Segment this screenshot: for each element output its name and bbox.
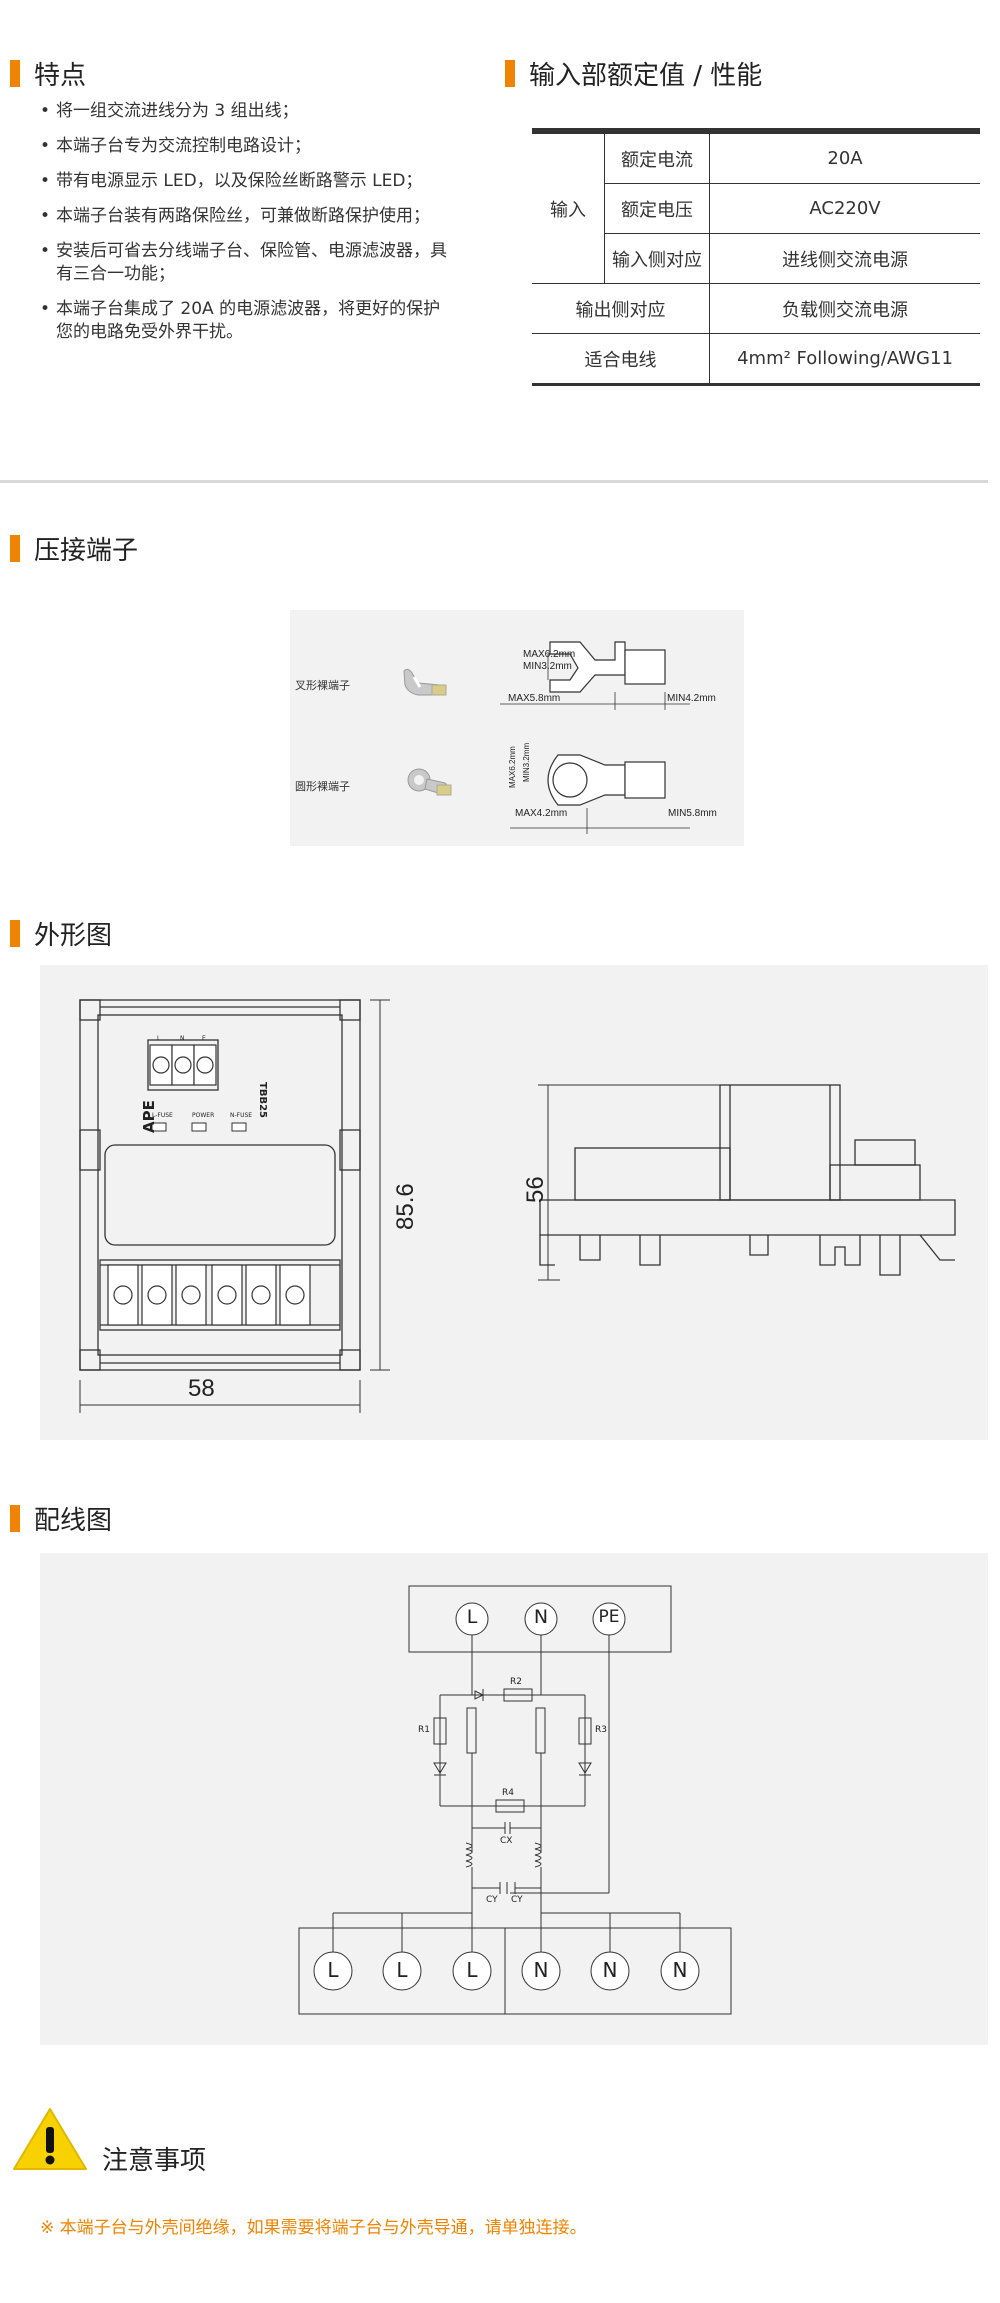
section-marker: [10, 535, 20, 562]
fork-terminal-photo: [403, 668, 447, 696]
spec-value: 进线侧交流电源: [709, 233, 980, 284]
fork-dim-max-length: MAX5.8mm: [508, 693, 561, 704]
spec-label: 输入侧对应: [604, 233, 710, 284]
wiring-top-n: N: [533, 1606, 549, 1628]
terminal-circle-out: [590, 1951, 630, 1991]
ring-dim-min-length: MIN5.8mm: [668, 808, 717, 819]
outline-panel: APE TBB25 L-FUSE POWER N-FUSE L N E 85.6…: [40, 965, 988, 1440]
spec-value: 负载侧交流电源: [709, 283, 980, 334]
wiring-panel: L N PE L L L N N N R1 R2 R3 R4 CX CY CY: [40, 1553, 988, 2045]
wiring-out-l2: L: [396, 1958, 408, 1982]
spec-value: 4mm² Following/AWG11: [709, 333, 980, 386]
terminal-circle-out: [452, 1951, 492, 1991]
spec-label: 适合电线: [532, 333, 710, 386]
section-divider: [0, 480, 988, 483]
section-marker: [505, 60, 515, 87]
led-label-power: POWER: [192, 1112, 215, 1119]
label-r4: R4: [502, 1788, 514, 1798]
label-cy1: CY: [486, 1895, 498, 1905]
terminal-circle-out: [382, 1951, 422, 1991]
wiring-out-l1: L: [327, 1958, 339, 1982]
wiring-diagram: [298, 1585, 732, 2015]
features-title: 特点: [10, 55, 86, 92]
top-terminal-n: N: [180, 1035, 185, 1042]
feature-item: 带有电源显示 LED，以及保险丝断路警示 LED；: [40, 170, 450, 193]
spec-value: 20A: [709, 128, 980, 184]
feature-item: 安装后可省去分线端子台、保险管、电源滤波器，具有三合一功能；: [40, 240, 450, 286]
wiring-out-n3: N: [672, 1958, 688, 1982]
feature-item: 将一组交流进线分为 3 组出线；: [40, 100, 450, 123]
features-list: 将一组交流进线分为 3 组出线； 本端子台专为交流控制电路设计； 带有电源显示 …: [40, 100, 450, 356]
fork-terminal-label: 叉形裸端子: [295, 679, 350, 692]
ring-terminal-drawing: [510, 754, 690, 834]
input-group-cell: 输入: [532, 128, 605, 284]
terminal-circle-out: [660, 1951, 700, 1991]
terminal-circle-out: [521, 1951, 561, 1991]
terminal-circle-pe: [592, 1602, 626, 1636]
terminal-circle-l: [455, 1602, 489, 1636]
side-view-drawing: [538, 1084, 956, 1281]
feature-item: 本端子台装有两路保险丝，可兼做断路保护使用；: [40, 205, 450, 228]
front-view-drawing: [79, 999, 390, 1413]
fork-dim-min-width: MIN3.2mm: [523, 661, 572, 672]
wiring-top-l: L: [466, 1606, 478, 1628]
section-marker: [10, 920, 20, 947]
notice-title: 注意事项: [102, 2146, 207, 2176]
led-label-l-fuse: L-FUSE: [152, 1112, 173, 1119]
wiring-top-pe: PE: [598, 1607, 620, 1627]
wiring-title: 配线图: [10, 1500, 112, 1537]
label-cx: CX: [500, 1836, 513, 1846]
section-marker: [10, 60, 20, 87]
spec-label: 额定电流: [604, 128, 710, 184]
terminal-circle-out: [313, 1951, 353, 1991]
label-r2: R2: [510, 1677, 522, 1687]
fork-dim-min-length: MIN4.2mm: [667, 693, 716, 704]
wiring-out-n2: N: [602, 1958, 618, 1982]
fork-terminal-drawing: [500, 641, 690, 710]
feature-item: 本端子台集成了 20A 的电源滤波器，将更好的保护您的电路免受外界干扰。: [40, 298, 450, 344]
terminal-circle-n: [524, 1602, 558, 1636]
spec-label: 输出侧对应: [532, 283, 710, 334]
side-height-dimension: 56: [522, 1176, 549, 1203]
top-terminal-e: E: [202, 1035, 206, 1042]
model-label: TBB25: [257, 1082, 268, 1118]
ring-dim-min-width: MIN3.2mm: [522, 742, 531, 782]
outline-title: 外形图: [10, 915, 112, 952]
section-marker: [10, 1505, 20, 1532]
spec-value: AC220V: [709, 183, 980, 234]
warning-icon: [13, 2108, 87, 2170]
label-cy2: CY: [511, 1895, 523, 1905]
ring-dim-max-width: MAX6.2mm: [508, 746, 517, 788]
fork-dim-max-width: MAX6.2mm: [523, 649, 576, 660]
label-r3: R3: [595, 1725, 607, 1735]
crimp-panel: 叉形裸端子 圆形裸端子 MAX6.2mm MIN3.2mm MAX5.8mm M…: [290, 610, 744, 846]
led-label-n-fuse: N-FUSE: [230, 1112, 253, 1119]
wiring-out-n1: N: [533, 1958, 549, 1982]
ring-terminal-photo: [407, 768, 452, 796]
notice-text: ※ 本端子台与外壳间绝缘，如果需要将端子台与外壳导通，请单独连接。: [40, 2218, 587, 2238]
wiring-out-l3: L: [466, 1958, 478, 1982]
spec-label: 额定电压: [604, 183, 710, 234]
height-dimension: 85.6: [392, 1183, 419, 1230]
ring-terminal-label: 圆形裸端子: [295, 780, 350, 793]
label-r1: R1: [418, 1725, 430, 1735]
top-terminal-l: L: [157, 1035, 161, 1042]
ring-dim-max-length: MAX4.2mm: [515, 808, 568, 819]
spec-table: 输入 额定电流 20A 额定电压 AC220V 输入侧对应 进线侧交流电源 输出…: [532, 128, 980, 386]
feature-item: 本端子台专为交流控制电路设计；: [40, 135, 450, 158]
width-dimension: 58: [188, 1375, 215, 1402]
crimp-title: 压接端子: [10, 530, 138, 567]
specs-title: 输入部额定值 / 性能: [505, 55, 762, 92]
